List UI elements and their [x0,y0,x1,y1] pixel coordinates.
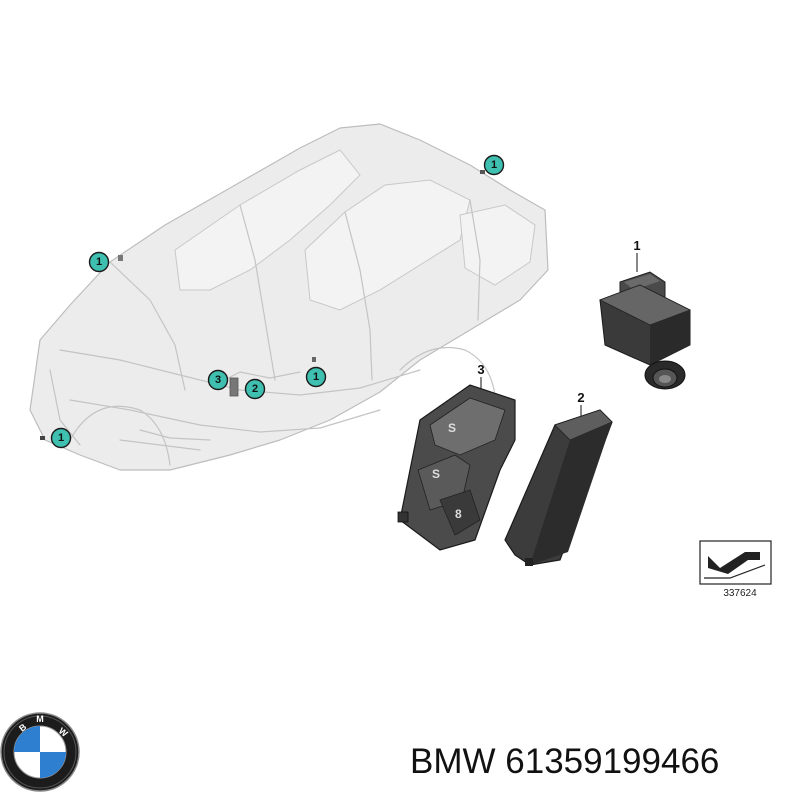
callout-front-lower-number: 1 [58,432,64,444]
callout-center-left: 3 [207,369,229,391]
camera-part: 1 [599,238,691,390]
brand-part-number: BMW 61359199466 [410,742,720,781]
callout-roof-rear: 1 [483,154,505,176]
callout-a-pillar: 1 [88,251,110,273]
callout-b-pillar-number: 1 [313,371,319,383]
bmw-roundel-icon: B M W [0,712,80,792]
callout-center-right: 2 [244,378,266,400]
control-unit-part: 2 [504,390,613,566]
bracket-mark-2: S [448,421,456,435]
callout-b-pillar: 1 [305,366,327,388]
callout-center-left-number: 3 [215,374,221,386]
bracket-mark-1: S [432,467,440,481]
callout-front-lower: 1 [50,427,72,449]
bracket-part-label: 3 [477,362,484,377]
bracket-mark-3: 8 [455,507,462,521]
svg-text:B: B [17,721,29,733]
callout-center-right-number: 2 [252,383,258,395]
callout-a-pillar-number: 1 [96,256,102,268]
bracket-part: 3 S S 8 [397,362,516,551]
camera-part-label: 1 [633,238,640,253]
car-body-frame [29,123,549,471]
reference-number: 337624 [723,588,757,599]
callout-roof-rear-number: 1 [491,159,497,171]
reference-symbol: 337624 [699,540,772,599]
svg-text:M: M [36,714,44,724]
control-unit-part-label: 2 [577,390,584,405]
